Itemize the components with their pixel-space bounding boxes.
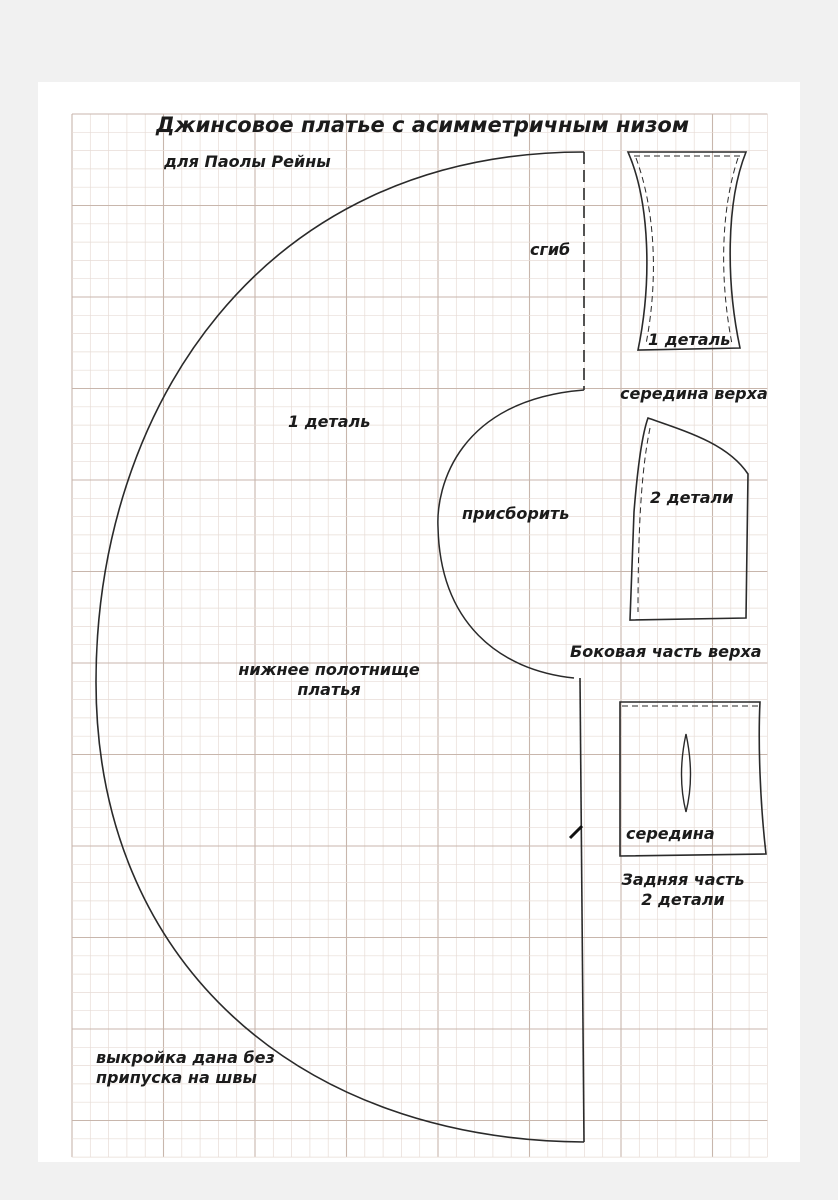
skirt-count-label: 1 деталь bbox=[288, 412, 371, 431]
top-side-seam-allowance bbox=[637, 427, 651, 613]
pattern-drawing bbox=[71, 113, 768, 1158]
back-count-line: 2 детали bbox=[641, 890, 725, 909]
back-piece-label: Задняя часть 2 детали bbox=[608, 870, 758, 910]
skirt-waist-cutout bbox=[437, 389, 585, 679]
graph-paper-grid bbox=[71, 113, 768, 1158]
top-side-piece-outline bbox=[629, 416, 749, 621]
skirt-panel-outline bbox=[95, 151, 585, 1143]
pattern-sheet: Джинсовое платье с асимметричным низом д… bbox=[38, 82, 800, 1162]
seam-allowance-note: выкройка дана без припуска на швы bbox=[96, 1048, 275, 1088]
skirt-notch-mark bbox=[568, 824, 584, 840]
top-center-piece-outline bbox=[626, 151, 748, 351]
top-center-name-label: середина верха bbox=[620, 384, 768, 403]
page-title: Джинсовое платье с асимметричным низом bbox=[156, 113, 690, 137]
back-piece-outline bbox=[619, 701, 767, 857]
skirt-name-line-2: платья bbox=[297, 680, 361, 699]
back-dart bbox=[680, 733, 692, 813]
skirt-name-label: нижнее полотнище платья bbox=[224, 660, 434, 700]
back-center-label: середина bbox=[626, 824, 715, 843]
fold-label: сгиб bbox=[530, 240, 571, 259]
top-side-name-label: Боковая часть верха bbox=[570, 642, 762, 661]
top-side-count-label: 2 детали bbox=[650, 488, 734, 507]
page-subtitle: для Паолы Рейны bbox=[164, 152, 331, 171]
skirt-name-line-1: нижнее полотнище bbox=[238, 660, 420, 679]
top-center-seam-allowance bbox=[634, 155, 740, 345]
gather-label: присборить bbox=[462, 504, 570, 523]
skirt-center-front-line bbox=[579, 677, 585, 1143]
back-name-line: Задняя часть bbox=[621, 870, 745, 889]
top-center-count-label: 1 деталь bbox=[648, 330, 731, 349]
note-line-2: припуска на швы bbox=[96, 1068, 257, 1087]
note-line-1: выкройка дана без bbox=[96, 1048, 275, 1067]
